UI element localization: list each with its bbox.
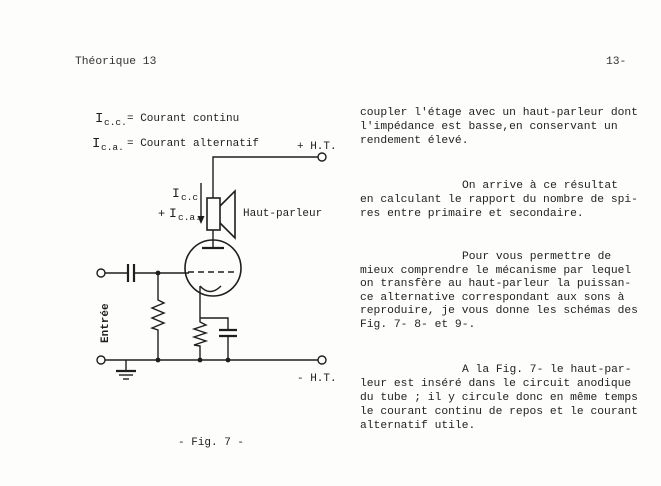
legend-cc: I c.c. = Courant continu bbox=[95, 111, 239, 128]
text-line: coupler l'étage avec un haut-parleur don… bbox=[360, 107, 638, 119]
text-line: en calculant le rapport du nombre de spi… bbox=[360, 194, 638, 206]
paragraph-1: coupler l'étage avec un haut-parleur don… bbox=[360, 106, 650, 148]
vacuum-tube-icon bbox=[184, 239, 242, 297]
page-header-title: Théorique 13 bbox=[75, 56, 157, 68]
legend-cc-subscript: c.c. bbox=[104, 117, 127, 128]
text-line: mieux comprendre le mécanisme par lequel bbox=[360, 264, 632, 277]
text-line: du tube ; il y circule donc en même temp… bbox=[360, 392, 638, 405]
hv-negative-terminal bbox=[317, 355, 327, 365]
text-line: On arrive à ce résultat bbox=[462, 180, 618, 192]
rail-junction bbox=[225, 357, 231, 363]
paragraph-3: Pour vous permettre de mieux comprendre … bbox=[360, 251, 650, 333]
text-line: res entre primaire et secondaire. bbox=[360, 208, 584, 220]
cathode-resistor-icon bbox=[191, 286, 209, 360]
hv-positive-label: + H.T. bbox=[297, 141, 337, 153]
tube-cathode bbox=[199, 285, 222, 293]
legend-ca-symbol: I bbox=[92, 136, 100, 152]
current-ca-symbol: I bbox=[169, 206, 177, 221]
ground-icon bbox=[116, 360, 136, 380]
hv-positive-wire bbox=[212, 156, 318, 198]
current-cc-symbol: I bbox=[172, 186, 180, 201]
hv-negative-label: - H.T. bbox=[297, 373, 337, 385]
page-number: 13- bbox=[606, 56, 627, 68]
input-label: Entrée bbox=[100, 303, 112, 343]
bypass-capacitor-icon bbox=[219, 328, 237, 338]
grid-resistor-icon bbox=[150, 273, 166, 360]
legend-ca-definition: = Courant alternatif bbox=[127, 138, 259, 150]
rail-junction bbox=[155, 357, 161, 363]
current-ca-prefix: + bbox=[158, 207, 165, 221]
text-line: reproduire, je vous donne les schémas de… bbox=[360, 305, 638, 318]
input-terminal bbox=[96, 268, 106, 278]
input-ground-terminal bbox=[96, 355, 106, 365]
current-cc-subscript: c.c. bbox=[181, 192, 204, 203]
legend-cc-symbol: I bbox=[95, 111, 103, 127]
bypass-wire bbox=[200, 317, 229, 330]
paragraph-4: A la Fig. 7- le haut-par- leur est insér… bbox=[360, 363, 650, 433]
text-line: rendement élevé. bbox=[360, 135, 469, 147]
legend-ca: I c.a. = Courant alternatif bbox=[92, 136, 259, 153]
text-line: on transfère au haut-parleur la puissan- bbox=[360, 278, 632, 291]
figure-caption: - Fig. 7 - bbox=[178, 437, 244, 449]
current-direction-arrow-icon bbox=[197, 183, 205, 224]
text-line: l'impédance est basse,en conservant un bbox=[360, 121, 618, 133]
coupling-capacitor-icon bbox=[126, 264, 136, 282]
text-line: le courant continu de repos et le couran… bbox=[360, 406, 638, 419]
loudspeaker-icon bbox=[206, 189, 236, 240]
legend-cc-definition: = Courant continu bbox=[127, 113, 239, 125]
rail-junction bbox=[197, 357, 203, 363]
speaker-label: Haut-parleur bbox=[243, 208, 322, 220]
text-line: Fig. 7- 8- et 9-. bbox=[360, 318, 476, 331]
text-line: leur est inséré dans le circuit anodique bbox=[360, 378, 632, 391]
text-line: alternatif utile. bbox=[360, 420, 476, 433]
paragraph-2: On arrive à ce résultat en calculant le … bbox=[360, 179, 650, 221]
text-line: ce alternative correspondant aux sons à bbox=[360, 291, 625, 304]
current-ca-subscript: c.a. bbox=[178, 212, 201, 223]
legend-ca-subscript: c.a. bbox=[101, 142, 124, 153]
text-line: Pour vous permettre de bbox=[462, 251, 612, 263]
text-line: A la Fig. 7- le haut-par- bbox=[462, 364, 632, 376]
hv-positive-terminal bbox=[317, 152, 327, 162]
